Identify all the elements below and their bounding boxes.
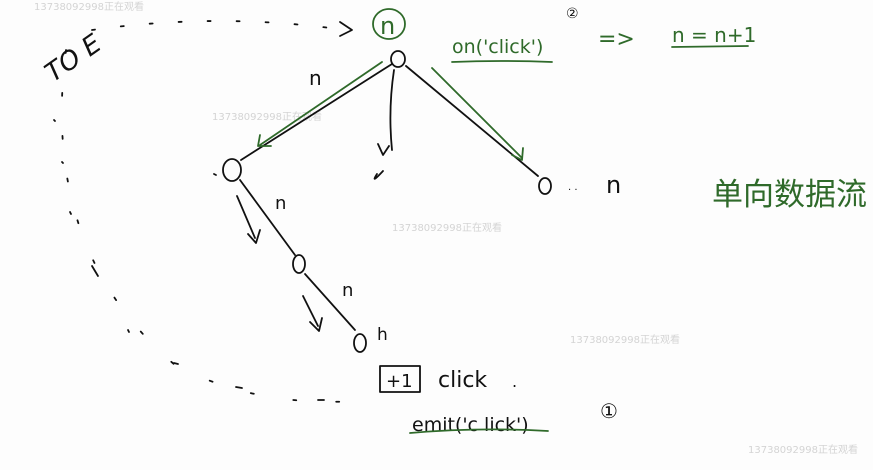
watermark: 13738092998正在观看: [748, 443, 858, 456]
watermark: 13738092998正在观看: [212, 110, 322, 123]
black-arrow-left-down-head: [247, 229, 261, 244]
dotted-arc-left: [60, 49, 371, 403]
tree-node-left: [222, 158, 242, 182]
black-arrow-level3-down: [302, 295, 319, 327]
green-arrow-right: [431, 67, 523, 159]
root-node-circle: [372, 8, 406, 40]
watermark: 13738092998正在观看: [392, 221, 502, 234]
edge-label: n: [342, 280, 353, 301]
edge-label: n: [275, 193, 286, 214]
tree-node-level3: [292, 254, 306, 274]
dots: . .: [568, 182, 578, 193]
green-arrow-left-head: [257, 134, 272, 147]
tree-node-right: [538, 177, 552, 195]
implies-arrow: =>: [598, 27, 635, 52]
dotted-arc-arrowhead: [339, 21, 353, 37]
watermark: 13738092998正在观看: [34, 0, 144, 13]
top-left-mark: TO E: [40, 29, 108, 89]
click-label: click: [438, 368, 487, 393]
edge-top-right: [405, 65, 539, 177]
watermark: 13738092998正在观看: [570, 333, 680, 346]
on-click-marker: ②: [566, 6, 579, 22]
plus-one-box: [379, 365, 421, 393]
dotted-arc-top: [91, 20, 346, 31]
edge-top-left: [240, 63, 393, 161]
black-arrow-level3-down-head: [309, 317, 323, 332]
green-arrow-right-head: [511, 147, 524, 161]
on-click-label: on('click'): [452, 36, 543, 58]
assignment-underline: [671, 45, 749, 48]
tree-node-top: [390, 50, 406, 68]
assignment-label: n = n+1: [672, 23, 756, 47]
black-arrow-left-down: [236, 195, 256, 239]
chinese-note: 单向数据流: [712, 177, 867, 213]
emit-underline: [409, 428, 549, 434]
right-node-label: n: [606, 171, 621, 199]
plus-one-label: +1: [386, 371, 413, 392]
tree-node-middle: [373, 170, 384, 180]
middle-arrowhead: [377, 143, 390, 156]
dots: .: [512, 372, 517, 391]
edge-level3-down: [304, 273, 356, 331]
deep-node-label: h: [377, 325, 388, 345]
on-click-underline: [451, 60, 553, 63]
scattered-marks: [53, 119, 325, 401]
root-node-label: n: [380, 12, 395, 40]
edge-top-middle: [389, 69, 395, 151]
tree-node-deep: [353, 333, 367, 353]
emit-click-label: emit('c lick'): [412, 414, 529, 436]
edge-label: n: [309, 66, 322, 90]
emit-marker: ①: [600, 399, 618, 423]
edge-left-down: [239, 179, 296, 256]
green-arrow-left: [259, 61, 383, 146]
